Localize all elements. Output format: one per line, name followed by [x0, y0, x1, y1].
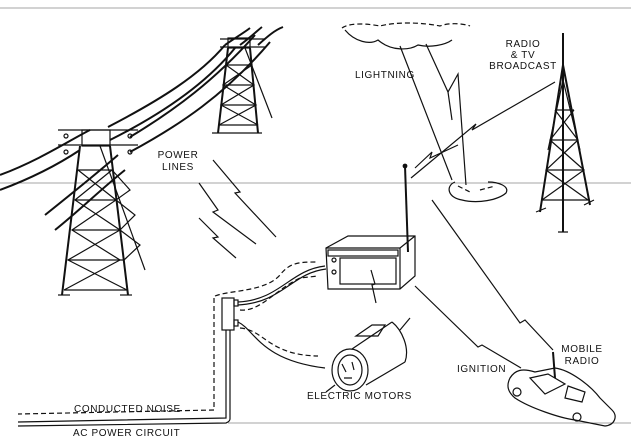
label-ignition: IGNITION: [457, 364, 506, 375]
label-conducted-noise: CONDUCTED NOISE: [74, 404, 181, 415]
transmission-tower-icon: [212, 37, 273, 134]
label-lightning: LIGHTNING: [355, 70, 415, 81]
label-electric-motors: ELECTRIC MOTORS: [307, 391, 412, 402]
label-broadcast-3: BROADCAST: [489, 61, 557, 72]
transmission-tower-icon: [58, 129, 146, 296]
label-ac-power-circuit: AC POWER CIRCUIT: [73, 428, 180, 439]
radio-receiver-icon: [325, 163, 416, 290]
label-broadcast-2: & TV: [511, 50, 535, 61]
label-power-2: LINES: [162, 162, 194, 173]
label-mobile-2: RADIO: [565, 356, 600, 367]
interference-arrow-icon: [198, 81, 556, 369]
lightning-cloud-icon: [341, 22, 508, 203]
label-power-1: POWER: [158, 150, 199, 161]
broadcast-tower-icon: [535, 33, 595, 233]
outlet-box-icon: [17, 261, 327, 427]
label-mobile-1: MOBILE: [561, 344, 602, 355]
electric-motor-icon: [325, 317, 411, 393]
label-broadcast-1: RADIO: [506, 39, 541, 50]
car-icon: [507, 351, 616, 427]
